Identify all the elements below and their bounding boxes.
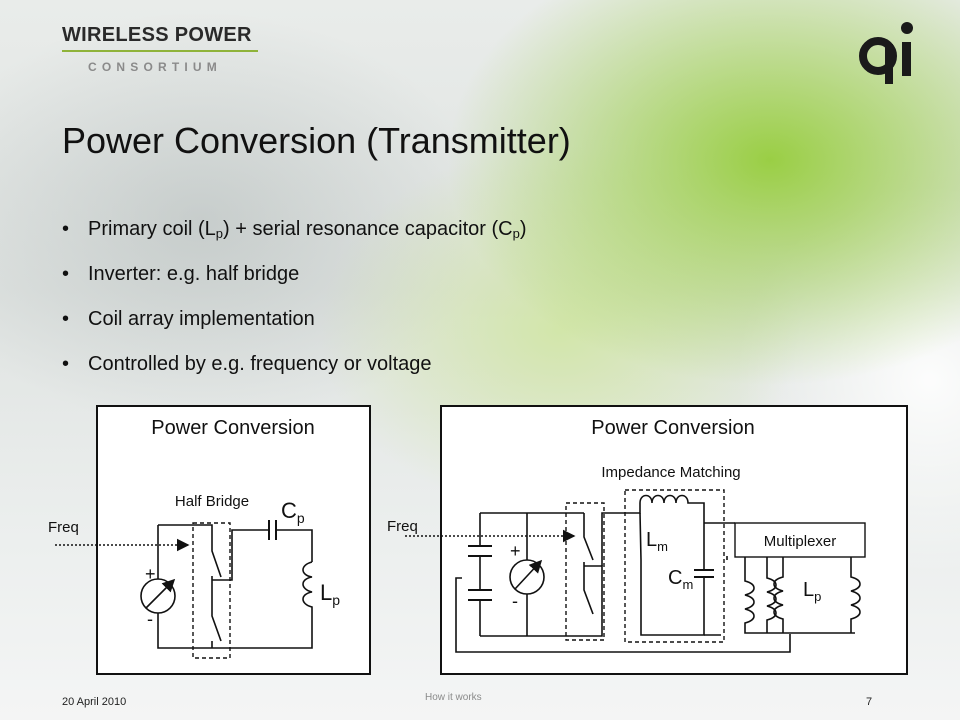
left-plus-sign: + xyxy=(145,564,156,584)
left-box-title: Power Conversion xyxy=(151,417,314,439)
footer-section: How it works xyxy=(425,692,482,703)
right-plus-sign: + xyxy=(510,541,521,561)
cm-label: Cm xyxy=(668,567,693,592)
right-box-title: Power Conversion xyxy=(591,417,754,439)
right-freq-label: Freq xyxy=(387,518,418,535)
brand-divider xyxy=(62,50,258,52)
left-minus-sign: - xyxy=(147,609,153,629)
qi-logo-icon xyxy=(859,22,913,84)
coil-array-diagram: Power Conversion Impedance Matching xyxy=(387,405,908,675)
bullet-dot-icon: • xyxy=(62,353,70,375)
page-title: Power Conversion (Transmitter) xyxy=(62,120,571,161)
brand-subtitle: CONSORTIUM xyxy=(88,60,222,74)
right-coil-label: Lp xyxy=(803,579,821,604)
left-cap-label: Cp xyxy=(281,498,305,526)
bullet-dot-icon: • xyxy=(62,308,70,330)
half-bridge-label: Half Bridge xyxy=(175,493,249,510)
footer-date: 20 April 2010 xyxy=(62,696,127,708)
bullet-dot-icon: • xyxy=(62,218,70,240)
bullet-item: •Controlled by e.g. frequency or voltage xyxy=(62,349,527,394)
impedance-matching-label: Impedance Matching xyxy=(601,464,740,481)
bullet-list: •Primary coil (Lp) + serial resonance ca… xyxy=(62,214,527,394)
page-number: 7 xyxy=(866,696,873,708)
lm-label: Lm xyxy=(646,529,668,554)
bullet-item: •Primary coil (Lp) + serial resonance ca… xyxy=(62,214,527,259)
bullet-item: •Inverter: e.g. half bridge xyxy=(62,259,527,304)
multiplexer-label: Multiplexer xyxy=(764,533,837,550)
multiplexer-box xyxy=(734,522,866,558)
right-minus-sign: - xyxy=(512,591,518,611)
bullet-item: •Coil array implementation xyxy=(62,304,527,349)
brand-name: WIRELESS POWER xyxy=(62,24,252,46)
half-bridge-diagram: Power Conversion Half Bridge xyxy=(48,405,371,675)
left-freq-label: Freq xyxy=(48,519,79,536)
left-coil-label: Lp xyxy=(320,580,340,608)
bullet-dot-icon: • xyxy=(62,263,70,285)
